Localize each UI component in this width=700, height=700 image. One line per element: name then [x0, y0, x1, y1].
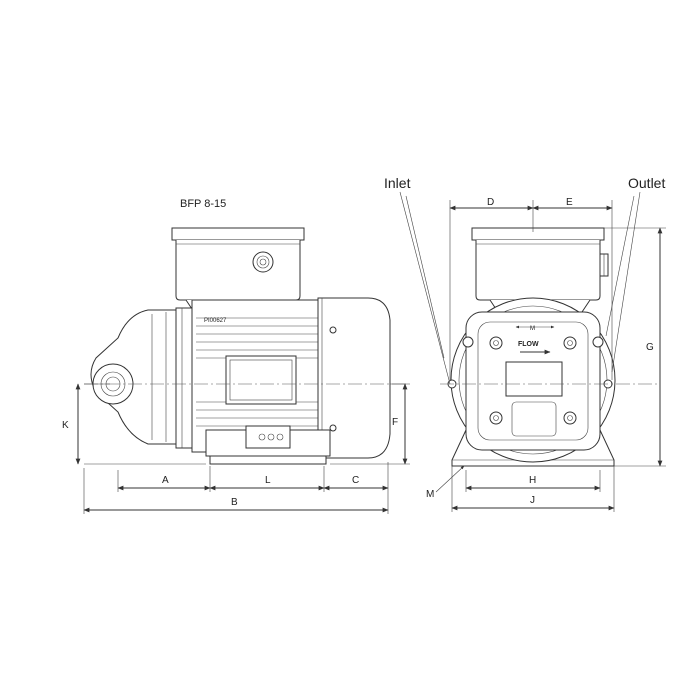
pump-head: [90, 309, 177, 445]
dim-b: B: [231, 497, 238, 508]
outlet-leader: [611, 191, 641, 373]
dim-h: H: [529, 475, 536, 486]
front-view: M FLOW Inlet Outlet D E G: [384, 175, 666, 512]
front-body: M FLOW: [447, 297, 616, 467]
terminal-box: [171, 227, 305, 313]
rotation-mark: M: [530, 326, 535, 332]
dim-m: M: [426, 489, 434, 500]
side-view: BFP 8-15 PI0062: [62, 198, 410, 514]
dim-j: J: [530, 495, 535, 506]
cable-gland-icon: [252, 251, 274, 273]
dim-f: F: [392, 417, 398, 428]
nameplate: [225, 355, 297, 405]
flow-label: FLOW: [518, 341, 539, 348]
dim-d: D: [487, 197, 494, 208]
dim-g: G: [646, 342, 654, 353]
inlet-leader: [399, 191, 451, 385]
dim-e: E: [566, 197, 573, 208]
outlet-label: Outlet: [628, 175, 665, 191]
motor-body: PI00627: [175, 297, 391, 465]
dim-k: K: [62, 420, 69, 431]
model-label: BFP 8-15: [180, 198, 226, 210]
inlet-label: Inlet: [384, 175, 411, 191]
dim-l: L: [265, 475, 271, 486]
dim-a: A: [162, 475, 169, 486]
nameplate-code: PI00627: [204, 318, 227, 324]
dim-c: C: [352, 475, 359, 486]
